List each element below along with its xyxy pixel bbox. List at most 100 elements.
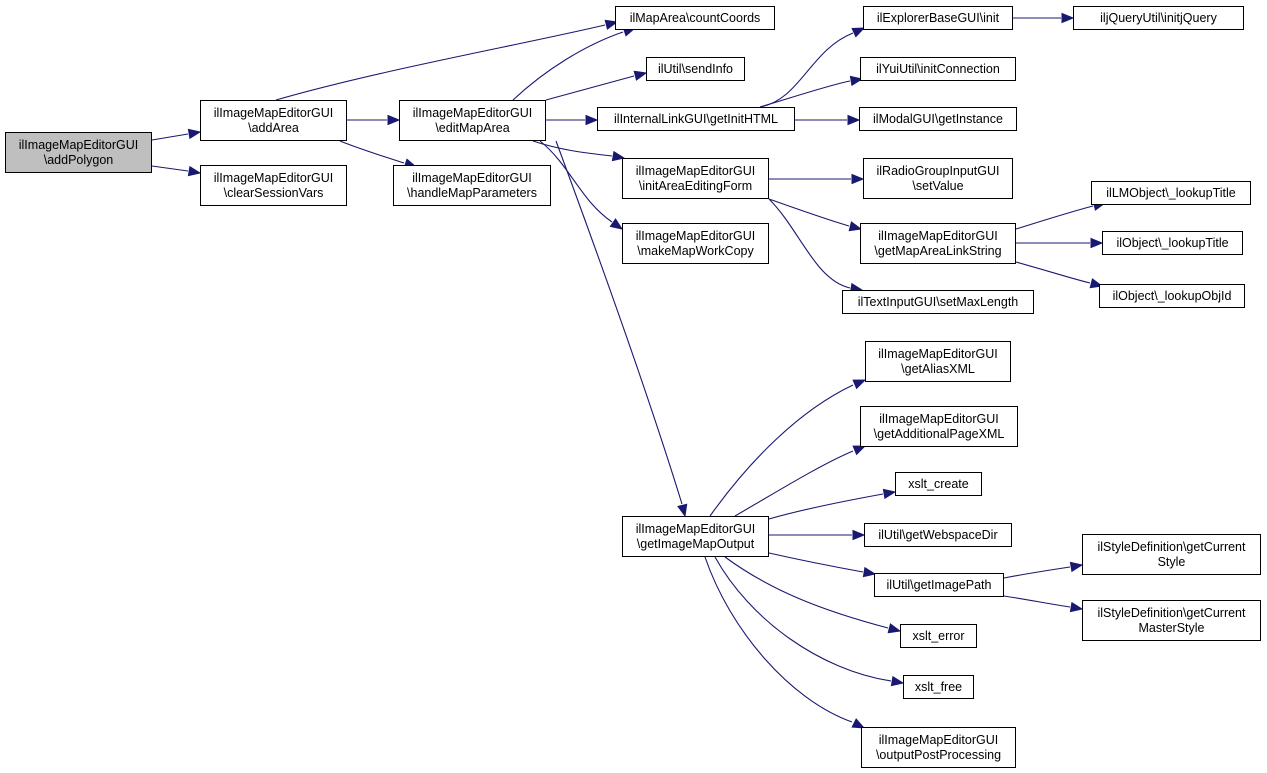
node-xsltFree[interactable]: xslt_free xyxy=(903,675,974,699)
node-editMapArea-line-1: ilImageMapEditorGUI xyxy=(412,105,533,120)
node-sendInfo[interactable]: ilUtil\sendInfo xyxy=(646,57,745,81)
node-lookupObjId[interactable]: ilObject\_lookupObjId xyxy=(1099,284,1245,308)
node-getMapAreaLinkString-line-1: ilImageMapEditorGUI xyxy=(878,228,998,243)
node-explorerInit[interactable]: ilExplorerBaseGUI\init xyxy=(863,6,1013,30)
node-getAdditionalPageXML-line-2: \getAdditionalPageXML xyxy=(873,426,1005,441)
node-xsltError-line-1: xslt_error xyxy=(912,628,965,643)
arrowhead-getImageMapOutput-to-getImagePath xyxy=(862,566,877,578)
node-getAdditionalPageXML[interactable]: ilImageMapEditorGUI \getAdditionalPageXM… xyxy=(860,406,1018,447)
node-initConnection-line-1: ilYuiUtil\initConnection xyxy=(876,61,1000,76)
edge-getMapAreaLinkString-to-lookupObjId xyxy=(1015,261,1091,284)
node-radioSetValue-line-1: ilRadioGroupInputGUI xyxy=(876,163,1000,178)
node-initAreaEditingForm[interactable]: ilImageMapEditorGUI \initAreaEditingForm xyxy=(622,158,769,199)
node-addArea-line-2: \addArea xyxy=(248,120,299,135)
node-xsltFree-line-1: xslt_free xyxy=(914,679,963,694)
arrowhead-getImagePath-to-getCurrentStyle xyxy=(1069,561,1084,573)
edge-getMapAreaLinkString-to-lmLookupTitle xyxy=(1015,205,1094,230)
edge-getImagePath-to-getCurrentStyle xyxy=(1003,566,1071,579)
node-radioSetValue[interactable]: ilRadioGroupInputGUI \setValue xyxy=(863,158,1013,199)
arrowhead-getImageMapOutput-to-getAdditionalPageXML xyxy=(852,445,867,456)
arrowhead-editMapArea-to-initAreaEditingForm xyxy=(611,150,626,162)
edge-getInitHTML-to-explorerInit xyxy=(759,32,854,108)
node-getImagePath-line-1: ilUtil\getImagePath xyxy=(886,577,992,592)
node-getAliasXML[interactable]: ilImageMapEditorGUI \getAliasXML xyxy=(865,341,1011,382)
node-getImagePath[interactable]: ilUtil\getImagePath xyxy=(874,573,1004,597)
arrowhead-getImageMapOutput-to-xsltCreate xyxy=(882,488,897,500)
node-outputPostProcessing-line-1: ilImageMapEditorGUI xyxy=(878,732,999,747)
node-handleMapParameters[interactable]: ilImageMapEditorGUI \handleMapParameters xyxy=(393,165,551,206)
node-initAreaEditingForm-line-2: \initAreaEditingForm xyxy=(638,178,753,193)
arrowhead-addArea-to-editMapArea xyxy=(387,114,401,126)
edge-initAreaEditingForm-to-setMaxLength xyxy=(768,198,851,289)
node-getCurrentMasterStyle[interactable]: ilStyleDefinition\getCurrent MasterStyle xyxy=(1082,600,1261,641)
arrowhead-getInitHTML-to-explorerInit xyxy=(851,27,866,38)
node-getCurrentStyle-line-2: Style xyxy=(1157,554,1186,569)
node-initjQuery-line-1: iljQueryUtil\initjQuery xyxy=(1100,10,1217,25)
node-getMapAreaLinkString[interactable]: ilImageMapEditorGUI \getMapAreaLinkStrin… xyxy=(860,223,1016,264)
arrowhead-initAreaEditingForm-to-getMapAreaLinkString xyxy=(848,221,863,232)
node-objLookupTitle[interactable]: ilObject\_lookupTitle xyxy=(1102,231,1243,255)
node-clearSessionVars-line-1: ilImageMapEditorGUI xyxy=(213,170,334,185)
node-handleMapParameters-line-1: ilImageMapEditorGUI xyxy=(412,170,532,185)
node-getImageMapOutput-line-2: \getImageMapOutput xyxy=(636,536,755,551)
arrowhead-getImageMapOutput-to-xsltError xyxy=(887,623,902,634)
edge-getImageMapOutput-to-getImagePath xyxy=(768,552,864,573)
node-editMapArea[interactable]: ilImageMapEditorGUI \editMapArea xyxy=(399,100,546,141)
node-getCurrentStyle[interactable]: ilStyleDefinition\getCurrent Style xyxy=(1082,534,1261,575)
node-getCurrentStyle-line-1: ilStyleDefinition\getCurrent xyxy=(1097,539,1246,554)
node-modalGetInstance[interactable]: ilModalGUI\getInstance xyxy=(859,107,1017,131)
edge-getImageMapOutput-to-getAdditionalPageXML xyxy=(734,450,854,517)
arrowhead-editMapArea-to-getInitHTML xyxy=(585,114,599,126)
node-objLookupTitle-line-1: ilObject\_lookupTitle xyxy=(1116,235,1229,250)
edge-addArea-to-handleMapParameters xyxy=(339,140,405,164)
arrowhead-addPolygon-to-clearSessionVars xyxy=(187,165,202,177)
edge-getImagePath-to-getCurrentMasterStyle xyxy=(1003,595,1071,608)
node-addPolygon-line-1: ilImageMapEditorGUI xyxy=(18,137,139,152)
node-lmLookupTitle-line-1: ilLMObject\_lookupTitle xyxy=(1106,185,1236,200)
node-initConnection[interactable]: ilYuiUtil\initConnection xyxy=(860,57,1016,81)
node-getAliasXML-line-1: ilImageMapEditorGUI xyxy=(878,346,998,361)
node-xsltCreate[interactable]: xslt_create xyxy=(895,472,982,496)
node-addPolygon: ilImageMapEditorGUI \addPolygon xyxy=(5,132,152,173)
arrowhead-addPolygon-to-addArea xyxy=(187,128,202,140)
node-getInitHTML-line-1: ilInternalLinkGUI\getInitHTML xyxy=(614,111,778,126)
node-countCoords[interactable]: ilMapArea\countCoords xyxy=(615,6,775,30)
node-lookupObjId-line-1: ilObject\_lookupObjId xyxy=(1112,288,1232,303)
node-outputPostProcessing[interactable]: ilImageMapEditorGUI \outputPostProcessin… xyxy=(861,727,1016,768)
node-setMaxLength-line-1: ilTextInputGUI\setMaxLength xyxy=(857,294,1019,309)
node-addPolygon-line-2: \addPolygon xyxy=(43,152,114,167)
node-clearSessionVars[interactable]: ilImageMapEditorGUI \clearSessionVars xyxy=(200,165,347,206)
edge-addPolygon-to-clearSessionVars xyxy=(151,165,189,172)
node-initjQuery[interactable]: iljQueryUtil\initjQuery xyxy=(1073,6,1244,30)
arrowhead-getImageMapOutput-to-xsltFree xyxy=(890,675,905,687)
node-getWebspaceDir[interactable]: ilUtil\getWebspaceDir xyxy=(864,523,1012,547)
node-explorerInit-line-1: ilExplorerBaseGUI\init xyxy=(876,10,1000,25)
edge-editMapArea-to-sendInfo xyxy=(545,75,635,101)
node-initAreaEditingForm-line-1: ilImageMapEditorGUI xyxy=(635,163,756,178)
node-makeMapWorkCopy-line-2: \makeMapWorkCopy xyxy=(637,243,754,258)
edge-addPolygon-to-addArea xyxy=(151,133,189,141)
node-makeMapWorkCopy[interactable]: ilImageMapEditorGUI \makeMapWorkCopy xyxy=(622,223,769,264)
node-clearSessionVars-line-2: \clearSessionVars xyxy=(223,185,324,200)
node-countCoords-line-1: ilMapArea\countCoords xyxy=(629,10,761,25)
arrowhead-getImagePath-to-getCurrentMasterStyle xyxy=(1069,601,1084,613)
arrowhead-addArea-to-countCoords xyxy=(604,19,619,30)
node-xsltCreate-line-1: xslt_create xyxy=(908,476,969,491)
node-setMaxLength[interactable]: ilTextInputGUI\setMaxLength xyxy=(842,290,1034,314)
node-getAliasXML-line-2: \getAliasXML xyxy=(901,361,975,376)
node-addArea[interactable]: ilImageMapEditorGUI \addArea xyxy=(200,100,347,141)
node-addArea-line-1: ilImageMapEditorGUI xyxy=(213,105,334,120)
node-getInitHTML[interactable]: ilInternalLinkGUI\getInitHTML xyxy=(597,107,795,131)
call-graph-edges xyxy=(151,12,1107,729)
node-sendInfo-line-1: ilUtil\sendInfo xyxy=(657,61,734,76)
arrowhead-getImageMapOutput-to-getWebspaceDir xyxy=(852,529,866,541)
edge-getInitHTML-to-initConnection xyxy=(759,80,851,108)
node-lmLookupTitle[interactable]: ilLMObject\_lookupTitle xyxy=(1091,181,1251,205)
node-xsltError[interactable]: xslt_error xyxy=(900,624,977,648)
edge-getImageMapOutput-to-xsltError xyxy=(724,556,889,629)
node-getImageMapOutput[interactable]: ilImageMapEditorGUI \getImageMapOutput xyxy=(622,516,769,557)
edge-getImageMapOutput-to-outputPostProcessing xyxy=(704,556,853,723)
node-getCurrentMasterStyle-line-2: MasterStyle xyxy=(1138,620,1205,635)
node-editMapArea-line-2: \editMapArea xyxy=(435,120,510,135)
arrowhead-getMapAreaLinkString-to-objLookupTitle xyxy=(1090,237,1104,249)
